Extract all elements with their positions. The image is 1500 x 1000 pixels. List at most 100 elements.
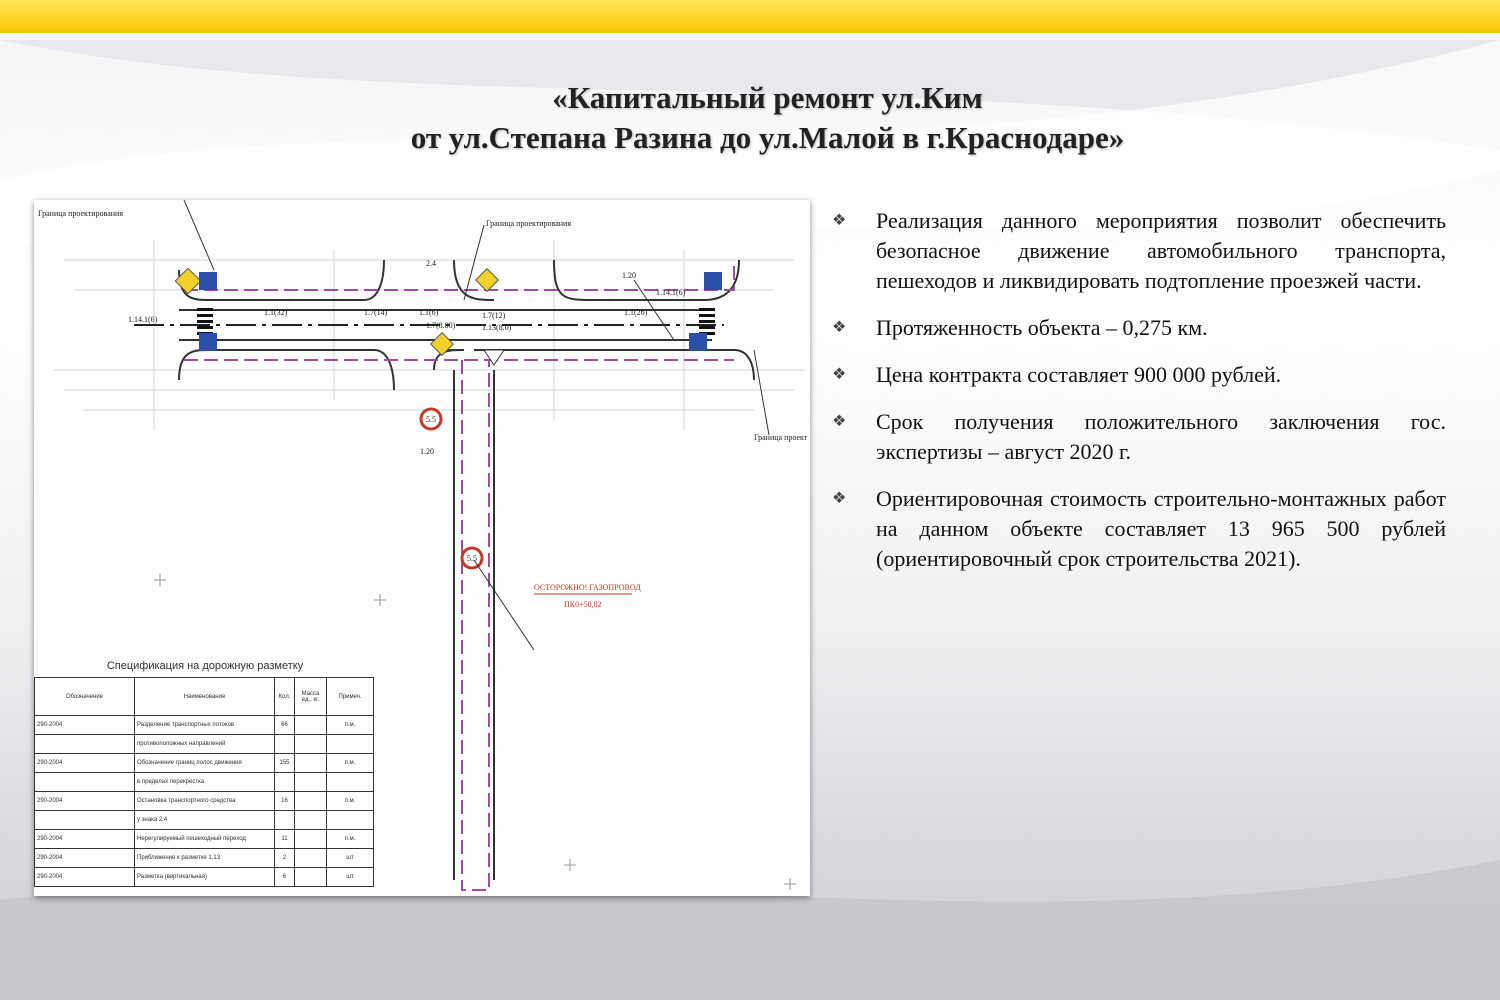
- priority-road-sign-icon: [474, 267, 500, 293]
- drawing-label: 1.1(32): [264, 308, 288, 317]
- spec-cell: [294, 715, 327, 735]
- diamond-bullet-icon: ❖: [832, 366, 847, 383]
- spec-cell: [326, 810, 374, 830]
- gas-pipeline-warning: ОСТОРОЖНО! ГАЗОПРОВОД: [534, 583, 641, 592]
- spec-cell: п.м.: [326, 753, 374, 773]
- spec-cell: [294, 734, 327, 754]
- spec-cell: шт: [326, 867, 374, 887]
- spec-caption: Спецификация на дорожную разметку: [106, 660, 304, 672]
- spec-cell: 290-2004: [34, 867, 135, 887]
- spec-cell: [326, 772, 374, 792]
- drawing-label: 1.7(8.00): [426, 321, 456, 330]
- spec-cell: 6: [274, 867, 295, 887]
- spec-cell: п.м.: [326, 829, 374, 849]
- spec-header: Кол.: [274, 677, 295, 716]
- bullet-item: ❖Ориентировочная стоимость строительно-м…: [832, 484, 1446, 574]
- spec-cell: [294, 867, 327, 887]
- spec-cell: п.м.: [326, 715, 374, 735]
- diamond-bullet-icon: ❖: [832, 490, 847, 507]
- spec-header: Наименование: [134, 677, 275, 716]
- crosswalk-sign-icon: [199, 272, 217, 290]
- spec-cell: шт: [326, 848, 374, 868]
- bullet-text: Цена контракта составляет 900 000 рублей…: [876, 362, 1282, 387]
- drawing-label: 1.20: [622, 271, 636, 280]
- spec-cell: [274, 734, 295, 754]
- bullet-text: Срок получения положительного заключения…: [876, 409, 1446, 464]
- spec-cell: Разделение транспортных потоков: [134, 715, 275, 735]
- spec-header: Обозначение: [34, 677, 135, 716]
- spec-cell: [34, 810, 135, 830]
- spec-cell: [274, 772, 295, 792]
- drawing-label: 5.5: [467, 554, 477, 563]
- spec-header: Масса ед., кг.: [294, 677, 327, 716]
- diamond-bullet-icon: ❖: [832, 212, 847, 229]
- spec-cell: [294, 753, 327, 773]
- spec-header: Примеч.: [326, 677, 374, 716]
- bullet-item: ❖ Срок получения положительного заключени…: [832, 407, 1446, 467]
- drawing-label: 1.20: [420, 447, 434, 456]
- drawing-label: 1.7(12): [482, 311, 506, 320]
- info-bullet-list: ❖ Реализация данного мероприятия позволит…: [832, 206, 1446, 591]
- drawing-label: Граница проектирования: [486, 219, 571, 228]
- priority-road-sign-icon: [429, 331, 455, 357]
- slide-title: «Капитальный ремонт ул.Ким от ул.Степана…: [0, 78, 1500, 158]
- yield-sign-icon: [483, 349, 505, 366]
- crosswalk-sign-icon: [689, 333, 707, 351]
- spec-cell: п.м.: [326, 791, 374, 811]
- spec-cell: [34, 734, 135, 754]
- top-accent-bar: [0, 0, 1500, 33]
- spec-cell: 155: [274, 753, 295, 773]
- spec-cell: 2: [274, 848, 295, 868]
- drawing-label: 1.7(14): [364, 308, 388, 317]
- spec-cell: Приближение к разметке 1.13: [134, 848, 275, 868]
- spec-row: в пределах перекрестка: [34, 772, 374, 792]
- crosswalk-sign-icon: [199, 333, 217, 351]
- spec-cell: противоположных направлений: [134, 734, 275, 754]
- spec-row: у знака 2.4: [34, 810, 374, 830]
- spec-cell: [294, 791, 327, 811]
- drawing-label: 1.13(8.0): [482, 323, 512, 332]
- drawing-label: 5.5: [426, 415, 436, 424]
- diamond-bullet-icon: ❖: [832, 319, 847, 336]
- spec-cell: Разметка (вертикальная): [134, 867, 275, 887]
- spec-cell: 290-2004: [34, 829, 135, 849]
- drawing-label: 1.14.1(6): [656, 288, 686, 297]
- title-line-2: от ул.Степана Разина до ул.Малой в г.Кра…: [410, 120, 1125, 155]
- bullet-item: ❖ Цена контракта составляет 900 000 рубле…: [832, 360, 1446, 390]
- road-plan-drawing: Граница проектирования Граница проектиро…: [34, 200, 810, 896]
- crosswalk-sign-icon: [704, 272, 722, 290]
- spec-cell: 290-2004: [34, 715, 135, 735]
- spec-cell: 66: [274, 715, 295, 735]
- spec-cell: [34, 772, 135, 792]
- spec-cell: Нерегулируемый пешеходный переход: [134, 829, 275, 849]
- spec-cell: [294, 848, 327, 868]
- drawing-label: Граница проектирования: [38, 209, 123, 218]
- spec-cell: 290-2004: [34, 791, 135, 811]
- road-marking-specification: Спецификация на дорожную разметку Обозна…: [34, 655, 376, 887]
- spec-row: противоположных направлений: [34, 734, 374, 754]
- spec-cell: [294, 829, 327, 849]
- speed-limit-sign-icon: [419, 407, 443, 431]
- bullet-text: Реализация данного мероприятия позволит …: [876, 208, 1446, 293]
- drawing-label: 1.1(26): [624, 308, 648, 317]
- bullet-item: ❖Протяженность объекта – 0,275 км.: [832, 313, 1446, 343]
- spec-cell: 11: [274, 829, 295, 849]
- drawing-label: 1.14.1(6): [128, 315, 158, 324]
- spec-cell: Обозначение границ полос движения: [134, 753, 275, 773]
- diamond-bullet-icon: ❖: [832, 413, 847, 430]
- speed-limit-sign-icon: [460, 546, 484, 570]
- spec-cell: [294, 772, 327, 792]
- spec-cell: 290-2004: [34, 848, 135, 868]
- spec-table: Обозначение Наименование Кол. Масса ед.,…: [34, 677, 374, 887]
- spec-cell: 16: [274, 791, 295, 811]
- spec-cell: [326, 734, 374, 754]
- spec-cell: [274, 810, 295, 830]
- title-line-1: «Капитальный ремонт ул.Ким: [552, 80, 983, 115]
- bullet-item: ❖ Реализация данного мероприятия позволит…: [832, 206, 1446, 296]
- spec-cell: 290-2004: [34, 753, 135, 773]
- spec-cell: у знака 2.4: [134, 810, 275, 830]
